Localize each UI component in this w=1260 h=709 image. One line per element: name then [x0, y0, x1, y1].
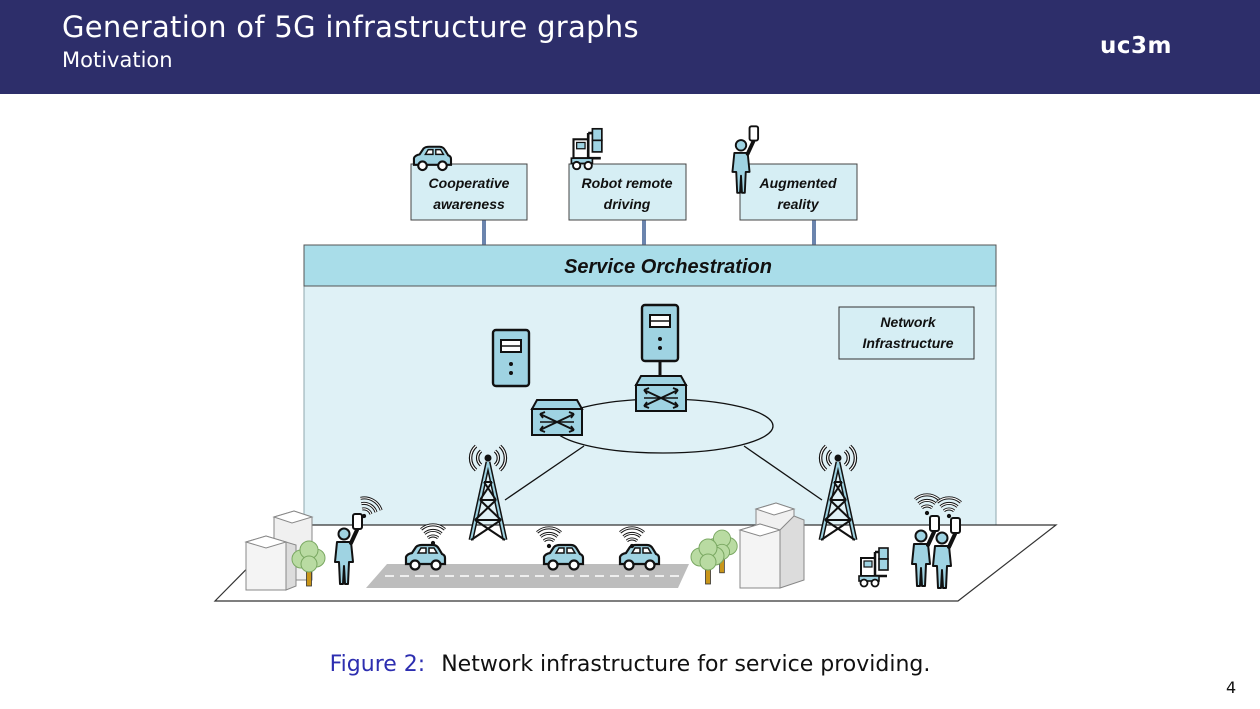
server-icon: [491, 328, 531, 388]
slide-header: Generation of 5G infrastructure graphs M…: [0, 0, 1260, 94]
forklift-robot-icon: [570, 127, 604, 171]
network-infrastructure-label-box: [838, 306, 975, 360]
network-diagram: Cooperative awareness Robot remote drivi…: [213, 124, 1058, 602]
service-box-augmented-reality: Augmented reality: [739, 163, 858, 221]
service-box-robot-remote-driving: Robot remote driving: [568, 163, 687, 221]
service-label-line1: Augmented: [759, 175, 837, 191]
service-label-line2: awareness: [433, 196, 505, 212]
infrastructure-label-line1: Network: [880, 314, 936, 330]
slide-subtitle: Motivation: [62, 48, 173, 72]
figure-caption: Figure 2: Network infrastructure for serv…: [0, 652, 1260, 677]
buildings-right: [738, 502, 805, 589]
caption-text: Network infrastructure for service provi…: [441, 652, 931, 677]
connector-ar: [812, 220, 816, 245]
slide-title: Generation of 5G infrastructure graphs: [62, 10, 639, 44]
server-icon: [640, 303, 680, 363]
service-label-line1: Robot remote: [582, 175, 673, 191]
connector-robot: [642, 220, 646, 245]
service-label-line2: reality: [777, 196, 819, 212]
switch-icon: [531, 399, 583, 436]
link-right-tower: [743, 445, 823, 501]
link-left-tower: [504, 445, 585, 501]
page-number: 4: [1226, 678, 1237, 697]
service-label-line2: driving: [604, 196, 651, 212]
service-box-cooperative-awareness: Cooperative awareness: [410, 163, 528, 221]
uc3m-logo: uc3m: [1100, 33, 1172, 59]
orchestration-label: Service Orchestration: [564, 256, 772, 278]
connector-cooperative: [482, 220, 486, 245]
switch-icon: [635, 375, 687, 412]
service-label-line1: Cooperative: [429, 175, 510, 191]
service-orchestration-bar: [303, 244, 997, 287]
infrastructure-label-line2: Infrastructure: [862, 335, 953, 351]
figure-label: Figure 2:: [329, 652, 426, 677]
